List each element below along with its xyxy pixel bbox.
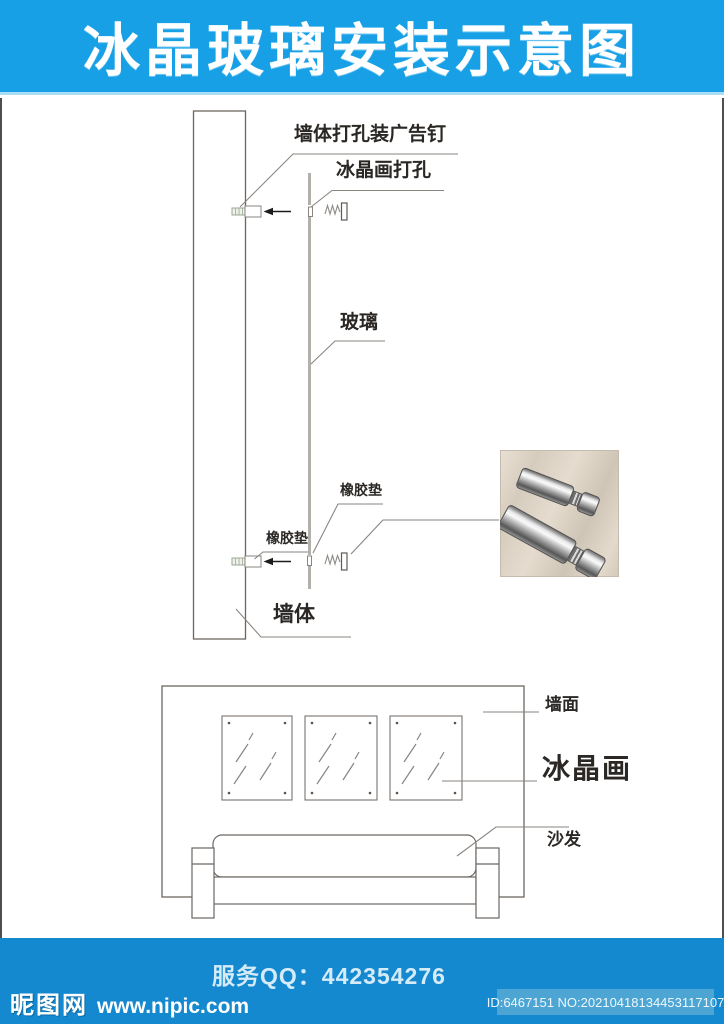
nipic-url: www.nipic.com [97, 995, 250, 1018]
image-id-badge: ID:6467151 NO:20210418134453117107 [487, 989, 724, 1015]
service-qq-text: 服务QQ：442354276 [212, 963, 446, 989]
wall-anchor-bottom [231, 555, 262, 568]
standoff-small [515, 466, 602, 518]
ice-picture-frames [221, 715, 463, 801]
installation-diagram [161, 110, 569, 919]
nipic-logo: 昵图网 [10, 992, 88, 1019]
label-sofa: 沙发 [547, 830, 581, 849]
wall-rect [192, 110, 247, 640]
poster-title: 冰晶玻璃安装示意图 [83, 19, 641, 83]
label-rubber-pad-top: 橡胶垫 [340, 482, 382, 498]
rubber-pad-top [308, 206, 313, 217]
spring-screw-bottom [324, 552, 348, 571]
rubber-pad-bottom [307, 555, 312, 566]
glass-line [308, 173, 311, 589]
label-wall-pin: 墙体打孔装广告钉 [294, 124, 447, 145]
arrow-left-top [263, 207, 291, 216]
spring-screw-top [324, 202, 348, 221]
arrow-left-bottom [263, 557, 291, 566]
diagram-area: 墙体打孔装广告钉 冰晶画打孔 玻璃 橡胶垫 橡胶垫 墙体 墙面 冰晶画 沙发 [0, 98, 724, 938]
glass-reflection-slashes [233, 732, 445, 785]
room-leaders [442, 711, 569, 857]
callout-leaders [235, 153, 499, 638]
title-band: 冰晶玻璃安装示意图 [0, 0, 724, 95]
watermark-bar: 昵图网 www.nipic.com [10, 985, 249, 1020]
label-wall: 墙体 [273, 603, 315, 626]
footer-band: 服务QQ：442354276 昵图网 www.nipic.com ID:6467… [0, 938, 724, 1024]
wall-anchor-top [231, 205, 262, 218]
sofa-drawing [191, 834, 500, 919]
label-rubber-pad-left: 橡胶垫 [266, 530, 308, 546]
label-wall-surface: 墙面 [545, 695, 579, 714]
standoff-barrel [500, 503, 578, 566]
label-picture-hole: 冰晶画打孔 [336, 160, 432, 181]
label-glass: 玻璃 [340, 312, 379, 333]
frame-corner-screws [227, 721, 457, 795]
standoff-photo [500, 450, 619, 577]
standoff-barrel [515, 466, 576, 508]
label-ice-picture: 冰晶画 [542, 753, 633, 784]
